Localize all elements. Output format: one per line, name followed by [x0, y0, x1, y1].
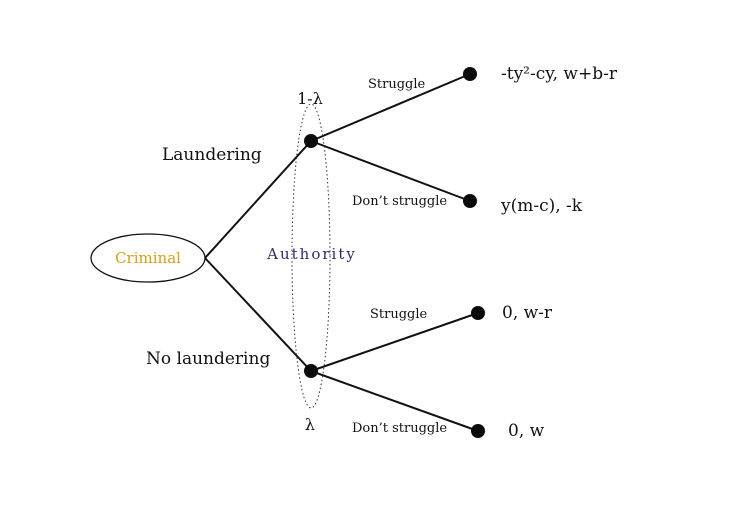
action-bottom-struggle-label: Struggle — [370, 307, 428, 322]
payoff-1: -ty²-cy, w+b-r — [501, 64, 618, 84]
authority-node-bottom — [304, 364, 318, 378]
action-top-dont-struggle-label: Don’t struggle — [352, 194, 447, 209]
authority-node-top — [304, 134, 318, 148]
edge-bottom-dont-struggle — [310, 370, 479, 432]
terminal-node-2 — [463, 194, 477, 208]
action-bottom-dont-struggle-label: Don’t struggle — [352, 421, 447, 436]
criminal-label: Criminal — [115, 249, 181, 267]
terminal-node-4 — [471, 424, 485, 438]
payoff-4: 0, w — [508, 421, 545, 441]
edge-no-laundering — [204, 257, 312, 372]
edge-laundering — [204, 140, 312, 259]
edge-top-struggle — [310, 73, 471, 142]
edge-top-dont-struggle — [310, 140, 471, 202]
prob-bottom-label: λ — [305, 415, 315, 434]
payoff-2: y(m-c), -k — [500, 196, 583, 216]
action-no-laundering-label: No laundering — [146, 349, 270, 369]
action-top-struggle-label: Struggle — [368, 77, 426, 92]
terminal-node-3 — [471, 306, 485, 320]
edge-bottom-struggle — [310, 312, 479, 372]
payoff-3: 0, w-r — [502, 303, 553, 323]
terminal-node-1 — [463, 67, 477, 81]
authority-label: Authority — [266, 245, 357, 263]
prob-top-label: 1-λ — [297, 89, 323, 108]
action-laundering-label: Laundering — [162, 145, 262, 165]
criminal-root-node — [90, 233, 206, 283]
